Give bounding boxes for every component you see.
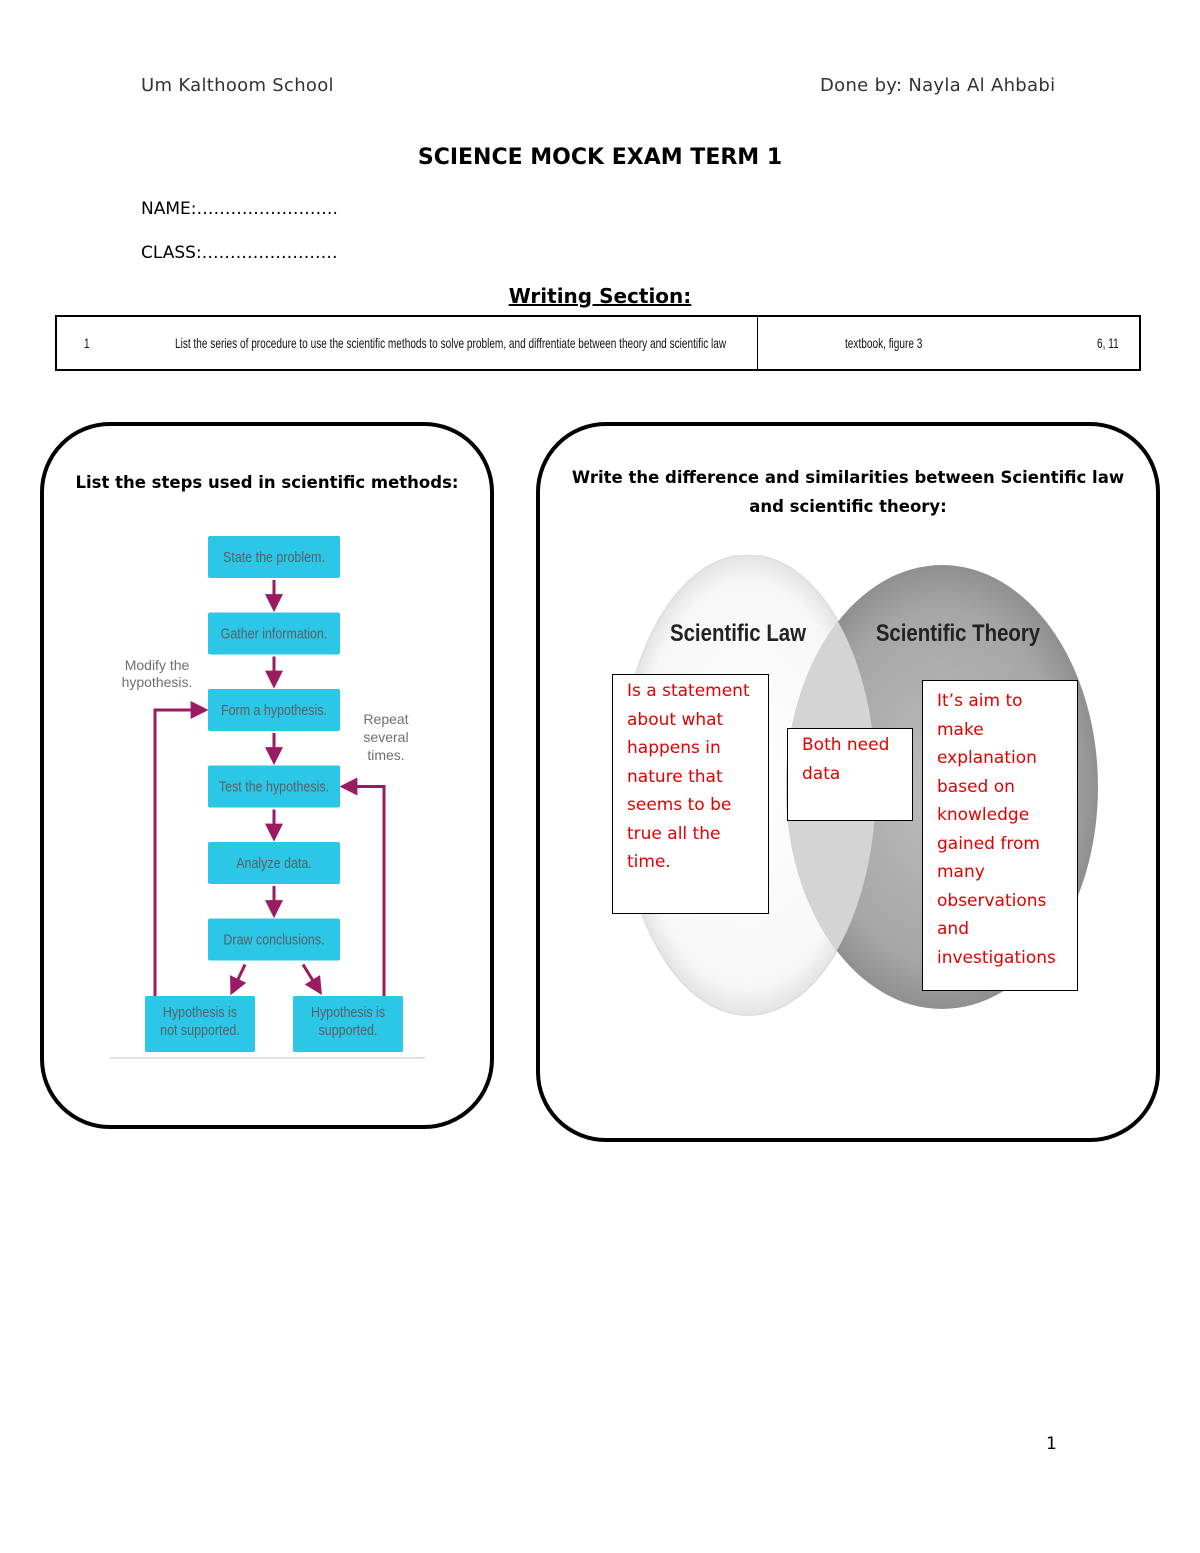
step-box	[208, 536, 340, 578]
name-field[interactable]: NAME:…………………….	[141, 199, 338, 219]
section-heading: Writing Section:	[508, 284, 692, 308]
step-box	[208, 689, 340, 731]
table-divider	[757, 317, 758, 369]
modify-hypothesis-note: hypothesis.	[122, 674, 193, 690]
step-label: Draw conclusions.	[223, 932, 324, 948]
page-number: 1	[1046, 1434, 1057, 1454]
requirement-pages: 6, 11	[1097, 335, 1119, 351]
step-label: Test the hypothesis.	[219, 779, 329, 795]
outcome-box	[145, 996, 255, 1052]
step-box	[208, 918, 340, 961]
step-label: State the problem.	[223, 549, 325, 565]
arrow-to-supported	[301, 963, 322, 996]
outcome-supported: Hypothesis is supported.	[293, 996, 403, 1052]
similarity-answer-box[interactable]: Both need data	[787, 728, 913, 821]
theory-label: Scientific Theory	[876, 619, 1041, 646]
class-field[interactable]: CLASS:……………………	[141, 243, 338, 263]
loop-repeat-arrow	[339, 777, 386, 996]
step-box	[208, 842, 340, 884]
step-label: Form a hypothesis.	[221, 702, 327, 718]
outcome-not-supported: Hypothesis is not supported.	[145, 996, 255, 1052]
outcome-label: Hypothesis is	[163, 1004, 237, 1020]
step-box	[208, 765, 340, 808]
step-label: Gather information.	[221, 626, 328, 642]
step-box	[208, 612, 340, 655]
repeat-note: several	[363, 729, 408, 745]
requirement-reference: textbook, figure 3	[845, 335, 923, 351]
author-credit: Done by: Nayla Al Ahbabi	[820, 75, 1056, 96]
exam-title: SCIENCE MOCK EXAM TERM 1	[417, 145, 783, 170]
repeat-note: times.	[367, 747, 404, 763]
venn-panel	[536, 422, 1160, 1142]
scientific-method-flowchart: State the problem. Gather information. For…	[110, 536, 425, 1059]
law-answer-box[interactable]: Is a statement about what happens in nat…	[612, 674, 769, 914]
venn-question-line-1: Write the difference and similarities be…	[571, 468, 1125, 487]
step-draw-conclusions: Draw conclusions.	[208, 918, 340, 961]
outcome-label: not supported.	[160, 1022, 240, 1038]
step-analyze-data: Analyze data.	[208, 842, 340, 884]
requirement-table: 1 List the series of procedure to use th…	[55, 315, 1141, 371]
step-form-a-hypothesis: Form a hypothesis.	[208, 689, 340, 731]
steps-panel	[40, 422, 494, 1129]
theory-answer-box[interactable]: It’s aim to make explanation based on kn…	[922, 680, 1078, 991]
step-state-the-problem: State the problem.	[208, 536, 340, 578]
venn-question: Write the difference and similarities be…	[536, 463, 1160, 521]
outcome-label: supported.	[319, 1022, 378, 1038]
outcome-label: Hypothesis is	[311, 1004, 385, 1020]
step-test-the-hypothesis: Test the hypothesis.	[208, 765, 340, 808]
steps-question: List the steps used in scientific method…	[75, 473, 459, 492]
step-label: Analyze data.	[236, 855, 312, 871]
arrow-to-not-supported	[230, 963, 247, 996]
law-label: Scientific Law	[670, 619, 807, 646]
outcome-box	[293, 996, 403, 1052]
step-gather-information: Gather information.	[208, 612, 340, 655]
loop-modify-arrow	[153, 701, 209, 996]
repeat-note: Repeat	[363, 711, 408, 727]
venn-question-line-2: and scientific theory:	[749, 497, 947, 516]
modify-hypothesis-note: Modify the	[125, 657, 190, 673]
school-name: Um Kalthoom School	[141, 75, 334, 96]
requirement-number: 1	[84, 335, 90, 351]
requirement-description: List the series of procedure to use the …	[175, 335, 727, 351]
